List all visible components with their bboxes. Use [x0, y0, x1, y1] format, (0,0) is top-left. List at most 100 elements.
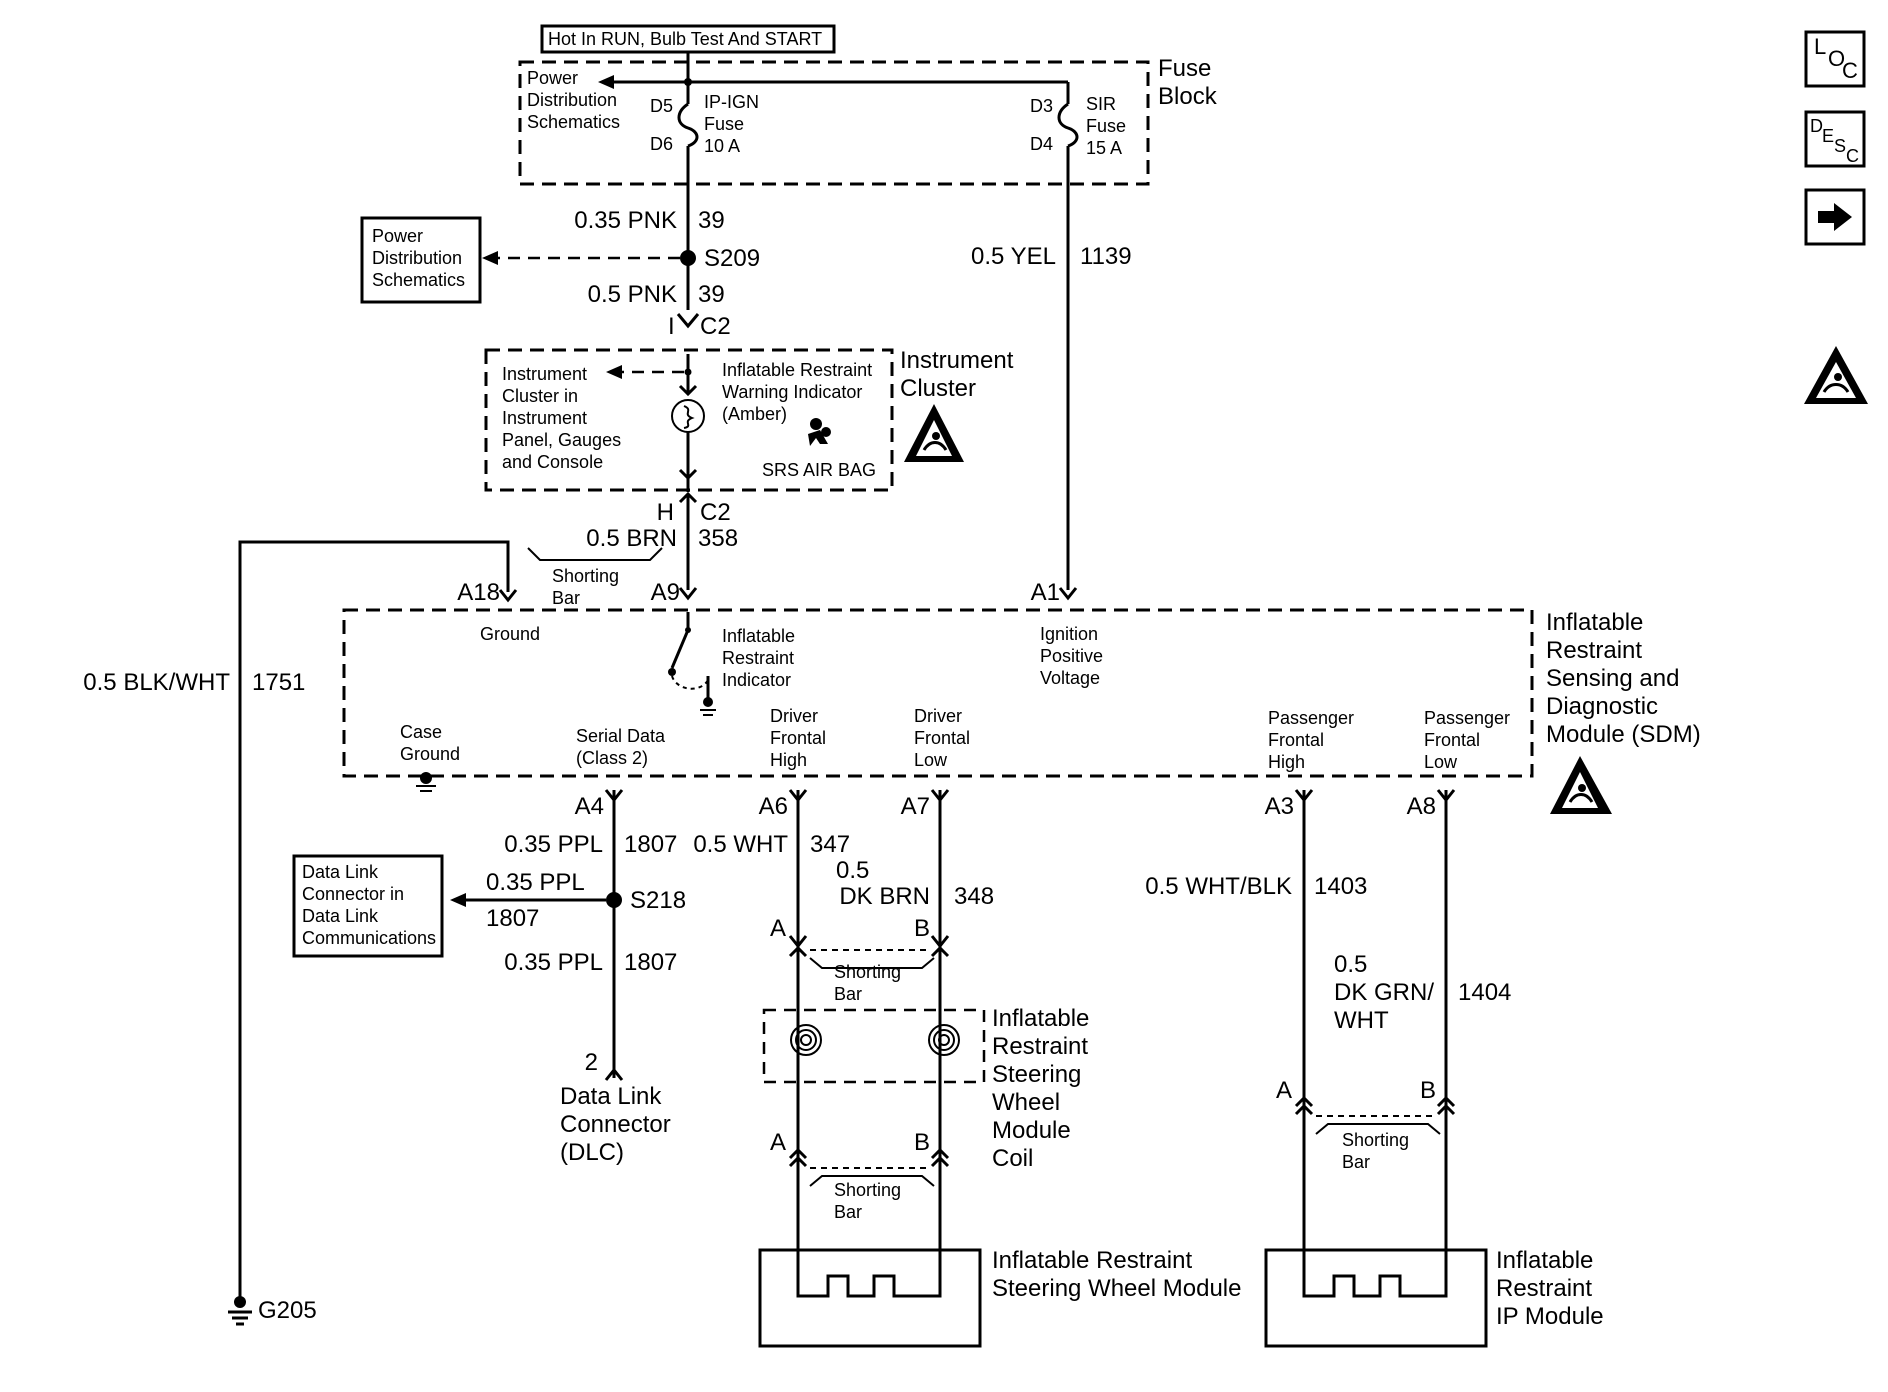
- sdm-esd-icon: [1550, 756, 1612, 814]
- splice-s218: [606, 892, 622, 908]
- dkbrn-circuit: 348: [954, 883, 994, 910]
- sdm-ind-line1: Inflatable: [722, 626, 795, 646]
- loc-letter-l: L: [1814, 34, 1826, 59]
- wht-gauge: 0.5 WHT: [693, 831, 788, 858]
- desc-letter-s: S: [1834, 136, 1846, 156]
- swm-shorting-label: Shorting: [834, 1180, 901, 1200]
- ppl-branch-gauge: 0.35 PPL: [486, 869, 585, 896]
- data-link-box-line2: Connector in: [302, 884, 404, 904]
- blkwht-circuit: 1751: [252, 669, 305, 696]
- pnk-circuit-39: 0.35 PNK 39 S209 0.5 PNK 39 I C2: [482, 184, 760, 340]
- steering-coil-outline: [762, 1008, 986, 1084]
- sdm-serial-line1: Serial Data: [576, 726, 666, 746]
- warning-bulb-icon: [671, 399, 705, 433]
- nav-next-button[interactable]: [1804, 188, 1866, 246]
- sdm-shorting-bar-label-2: Bar: [552, 588, 580, 608]
- restraint-indicator-switch: [668, 612, 716, 716]
- sdm-case-line1: Case: [400, 722, 442, 742]
- ipm-title-3: IP Module: [1496, 1303, 1604, 1330]
- swm-title-1: Inflatable Restraint: [992, 1247, 1192, 1274]
- dkgrn-gauge-3: WHT: [1334, 1007, 1389, 1034]
- s218-branch-arrow: [450, 893, 466, 907]
- desc-letter-d: D: [1810, 116, 1823, 136]
- power-dist-ref-label: Power: [527, 68, 578, 88]
- power-dist-ref-label-3: Schematics: [527, 112, 620, 132]
- sdm-title: Inflatable: [1546, 609, 1643, 636]
- ipm-shorting-label-2: Bar: [1342, 1152, 1370, 1172]
- coil-title-4: Wheel: [992, 1089, 1060, 1116]
- coil-shorting-label-2: Bar: [834, 984, 862, 1004]
- pin-a7: A7: [901, 793, 930, 820]
- dlc-label-2: Connector: [560, 1111, 671, 1138]
- steering-wheel-module-box: [758, 1248, 982, 1348]
- hot-in-run-label: Hot In RUN, Bulb Test And START: [548, 29, 822, 49]
- power-dist-box-line2: Distribution: [372, 248, 462, 268]
- sdm-outline: [342, 608, 1534, 778]
- fuse-block-title: Fuse: [1158, 55, 1211, 82]
- ipm-shorting-label: Shorting: [1342, 1130, 1409, 1150]
- sdm-shorting-bar-label: Shorting: [552, 566, 619, 586]
- steering-module-squib-icon: [796, 1250, 942, 1298]
- dlc-label-1: Data Link: [560, 1083, 662, 1110]
- power-dist-box-line3: Schematics: [372, 270, 465, 290]
- sdm-dfl-line2: Frontal: [914, 728, 970, 748]
- dkgrn-gauge-1: 0.5: [1334, 951, 1367, 978]
- cluster-left-line5: and Console: [502, 452, 603, 472]
- cluster-bottom-pin: H: [657, 499, 674, 526]
- cluster-left-line3: Instrument: [502, 408, 587, 428]
- coil-title-1: Inflatable: [992, 1005, 1089, 1032]
- ipign-top-pin: D5: [650, 96, 673, 116]
- pnk-upper-gauge: 0.35 PNK: [574, 207, 677, 234]
- ground-g205-symbol: [228, 1296, 252, 1326]
- sdm-title-5: Module (SDM): [1546, 721, 1701, 748]
- desc-letter-c: C: [1846, 146, 1859, 166]
- case-ground-symbol: [416, 772, 436, 792]
- cluster-ind-line3: (Amber): [722, 404, 787, 424]
- coil-title-5: Module: [992, 1117, 1071, 1144]
- ipm-pin-a: A: [1276, 1077, 1292, 1104]
- sdm-ign-line3: Voltage: [1040, 668, 1100, 688]
- sdm-title-3: Sensing and: [1546, 665, 1679, 692]
- power-dist-arrow: [598, 75, 614, 89]
- cluster-esd-icon: [904, 404, 964, 462]
- brn-gauge: 0.5 BRN: [586, 525, 677, 552]
- ppl-lower-gauge: 0.35 PPL: [504, 949, 603, 976]
- sdm-dfh-line2: Frontal: [770, 728, 826, 748]
- ipign-bottom-pin: D6: [650, 134, 673, 154]
- loc-letter-o: O: [1828, 46, 1845, 71]
- airbag-person-icon: [808, 418, 831, 446]
- ipign-fuse: D5 D6 IP-IGN Fuse 10 A: [650, 82, 759, 218]
- nav-loc-button[interactable]: L O C: [1804, 30, 1866, 88]
- serial-data-circuit-1807: 0.35 PPL 1807 S218 0.35 PPL 1807 0.35 PP…: [450, 789, 686, 1166]
- pin-a6: A6: [759, 793, 788, 820]
- ppl-upper-gauge: 0.35 PPL: [504, 831, 603, 858]
- cluster-ind-line1: Inflatable Restraint: [722, 360, 872, 380]
- pin-a18: A18: [457, 579, 500, 606]
- swm-pin-a: A: [770, 1129, 786, 1156]
- blkwht-circuit-1751: 0.5 BLK/WHT 1751 G205: [83, 540, 518, 1326]
- data-link-box-line4: Communications: [302, 928, 436, 948]
- coil-pin-b: B: [914, 915, 930, 942]
- power-distribution-box: Power Distribution Schematics: [360, 216, 482, 304]
- dkbrn-gauge-1: 0.5: [836, 857, 869, 884]
- sdm-module: Inflatable Restraint Sensing and Diagnos…: [342, 579, 1701, 820]
- srs-airbag-label: SRS AIR BAG: [762, 460, 876, 480]
- dlc-pin: 2: [585, 1049, 598, 1076]
- sdm-case-line2: Ground: [400, 744, 460, 764]
- cluster-top-connector: C2: [700, 313, 731, 340]
- blkwht-gauge: 0.5 BLK/WHT: [83, 669, 230, 696]
- nav-desc-button[interactable]: D E S C: [1804, 110, 1866, 168]
- coil-title-2: Restraint: [992, 1033, 1088, 1060]
- sir-name: SIR: [1086, 94, 1116, 114]
- whtblk-gauge: 0.5 WHT/BLK: [1145, 873, 1292, 900]
- sdm-ind-line3: Indicator: [722, 670, 791, 690]
- splice-s209: [680, 250, 696, 266]
- splice-s218-label: S218: [630, 887, 686, 914]
- cluster-left-line1: Instrument: [502, 364, 587, 384]
- data-link-box-line3: Data Link: [302, 906, 379, 926]
- power-dist-box-line1: Power: [372, 226, 423, 246]
- cluster-branch-arrow: [606, 365, 622, 379]
- pin-a8: A8: [1407, 793, 1436, 820]
- data-link-connector-box: Data Link Connector in Data Link Communi…: [292, 854, 444, 958]
